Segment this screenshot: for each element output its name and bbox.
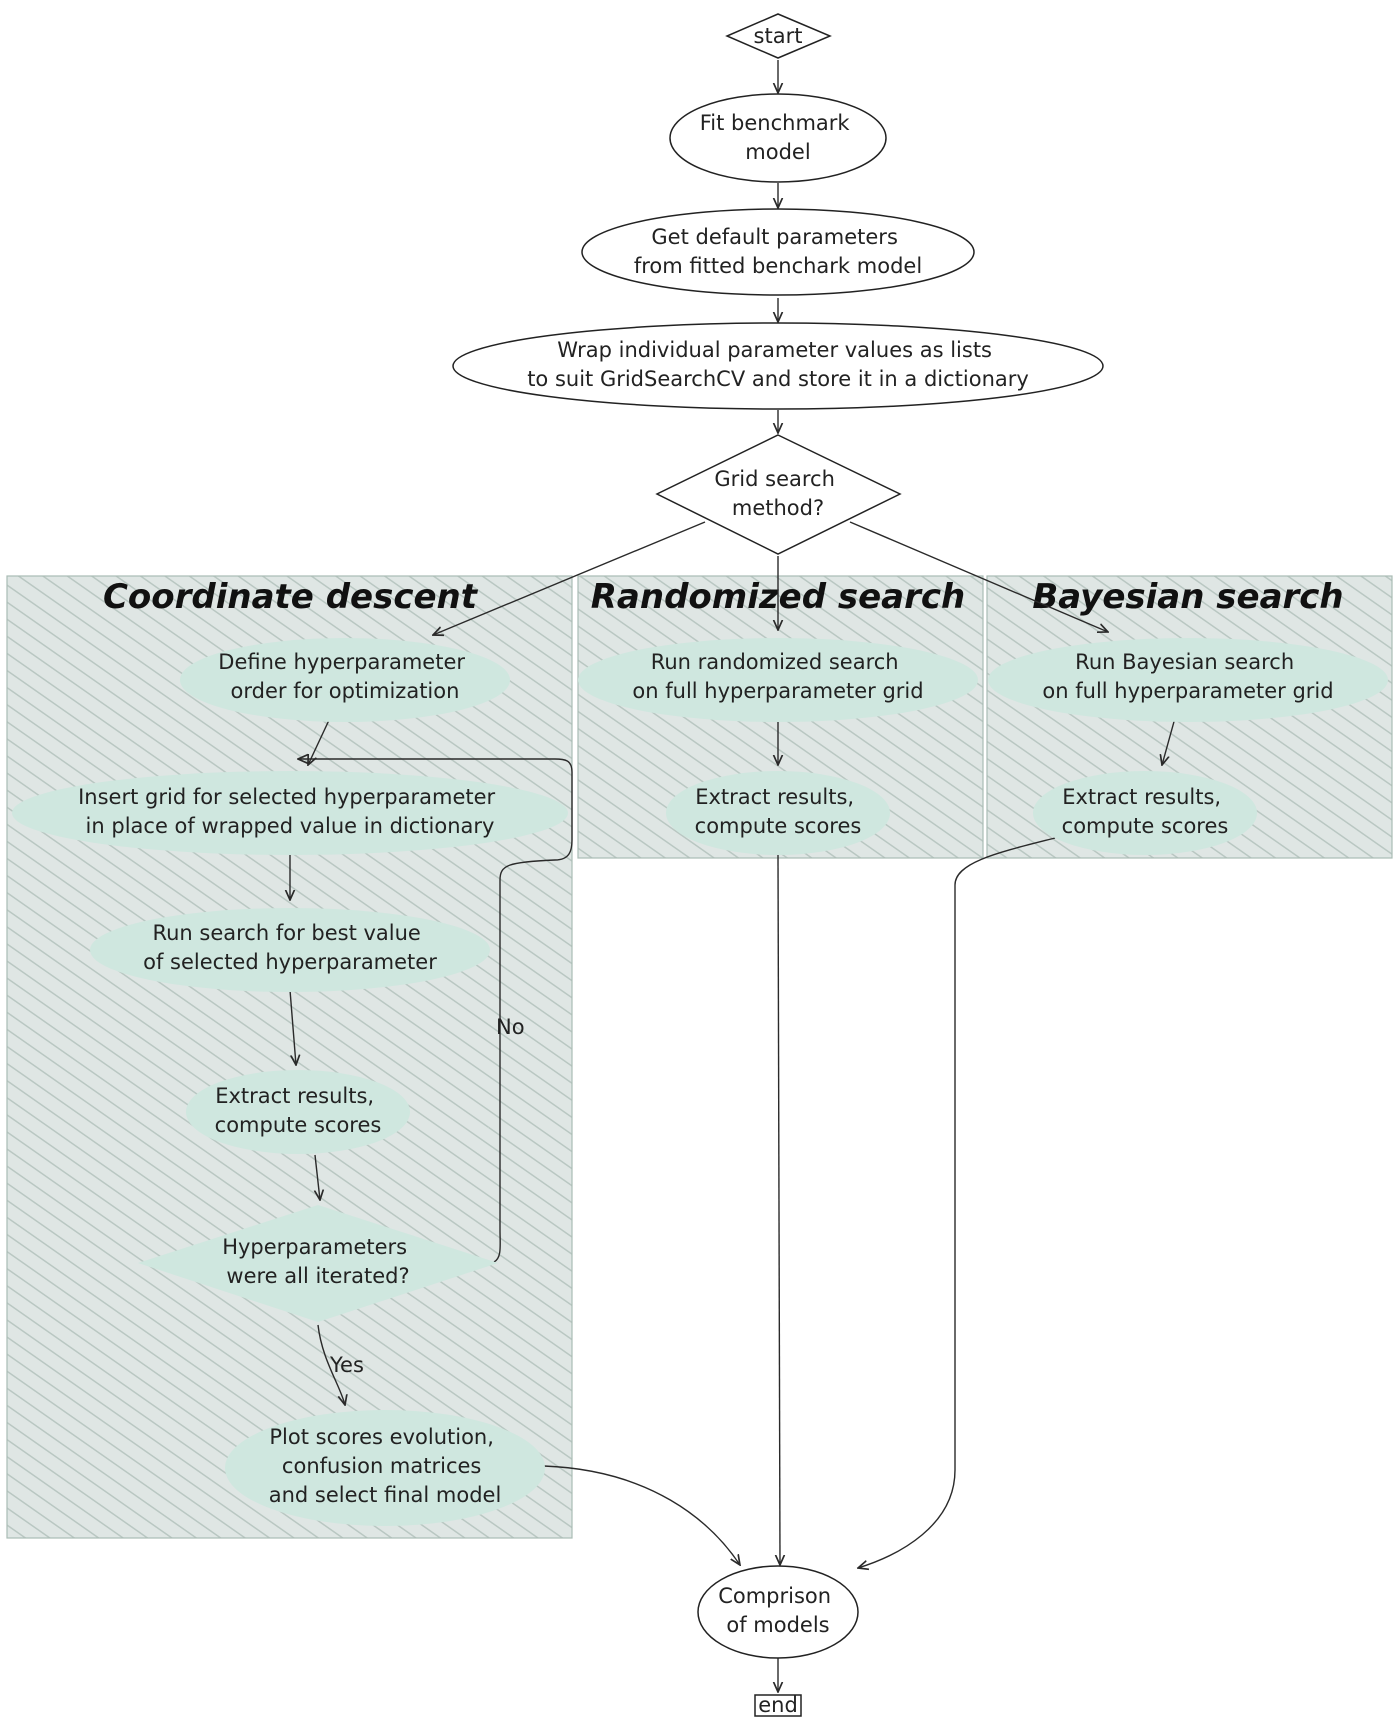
node-runsearch-shape: [90, 908, 490, 992]
node-cd-extract-shape: [186, 1070, 410, 1154]
node-plot-shape: [225, 1410, 545, 1526]
node-bs-extract-label: Extract results, compute scores: [1062, 785, 1229, 838]
node-rs-extract-shape: [666, 771, 890, 855]
node-runrandom-shape: [578, 638, 978, 722]
edge-plot-comparison: [543, 1465, 740, 1565]
node-comparison-shape: [697, 1565, 859, 1659]
node-runsearch-label: Run search for best value of selected hy…: [143, 921, 437, 974]
node-iterated-label: Hyperparameters were all iterated?: [222, 1235, 414, 1288]
node-end-label: end: [758, 1693, 798, 1717]
edges: [289, 60, 1176, 1692]
node-rs-extract-label: Extract results, compute scores: [695, 785, 862, 838]
edge-define-insert: [308, 717, 331, 765]
edge-iterated-plot: [317, 1324, 345, 1405]
node-fit-label: Fit benchmark model: [700, 111, 857, 164]
node-insert-shape: [12, 771, 568, 855]
edge-rs-extract-comparison: [778, 854, 780, 1565]
node-wrap-shape: [452, 322, 1104, 410]
edge-runsearch-extract: [289, 989, 296, 1065]
node-start-shape: [725, 13, 832, 59]
node-comparison-label: Comprison of models: [718, 1584, 838, 1637]
edge-extract-iterated: [315, 1154, 320, 1200]
edge-bayes-extract: [1162, 717, 1176, 765]
edge-gridsearch-bayesian: [849, 521, 1108, 632]
edge-label-yes: Yes: [329, 1353, 364, 1377]
edge-gridsearch-define: [433, 521, 706, 635]
node-gridsearch-shape: [655, 434, 902, 555]
node-bs-extract-shape: [1033, 771, 1257, 855]
node-runbayes-shape: [988, 638, 1388, 722]
node-runbayes-label: Run Bayesian search on full hyperparamet…: [1042, 650, 1333, 703]
edge-label-no: No: [496, 1015, 525, 1039]
node-cd-extract-label: Extract results, compute scores: [215, 1084, 382, 1137]
node-getdefault-shape: [581, 208, 975, 296]
panel-title-bayesian: Bayesian search: [1032, 577, 1343, 617]
node-plot-label: Plot scores evolution, confusion matrice…: [269, 1425, 502, 1507]
edge-bs-extract-comparison: [858, 837, 1056, 1568]
node-getdefault-label: Get default parameters from fitted bench…: [634, 225, 922, 278]
panel-coordinate-descent: [6, 575, 573, 1539]
node-insert-label: Insert grid for selected hyperparameter …: [78, 785, 502, 838]
node-iterated-shape: [138, 1205, 498, 1322]
node-fit-shape: [669, 93, 887, 183]
panel-title-coordinate: Coordinate descent: [103, 577, 479, 617]
node-define-shape: [180, 638, 510, 722]
node-runrandom-label: Run randomized search on full hyperparam…: [632, 650, 923, 703]
node-wrap-label: Wrap individual parameter values as list…: [527, 338, 1029, 391]
node-define-label: Define hyperparameter order for optimiza…: [218, 650, 471, 703]
node-start-label: start: [754, 24, 803, 48]
node-end-shape: [754, 1694, 802, 1717]
edge-iterated-insert-no: [298, 759, 573, 1263]
node-gridsearch-label: Grid search method?: [714, 467, 841, 520]
